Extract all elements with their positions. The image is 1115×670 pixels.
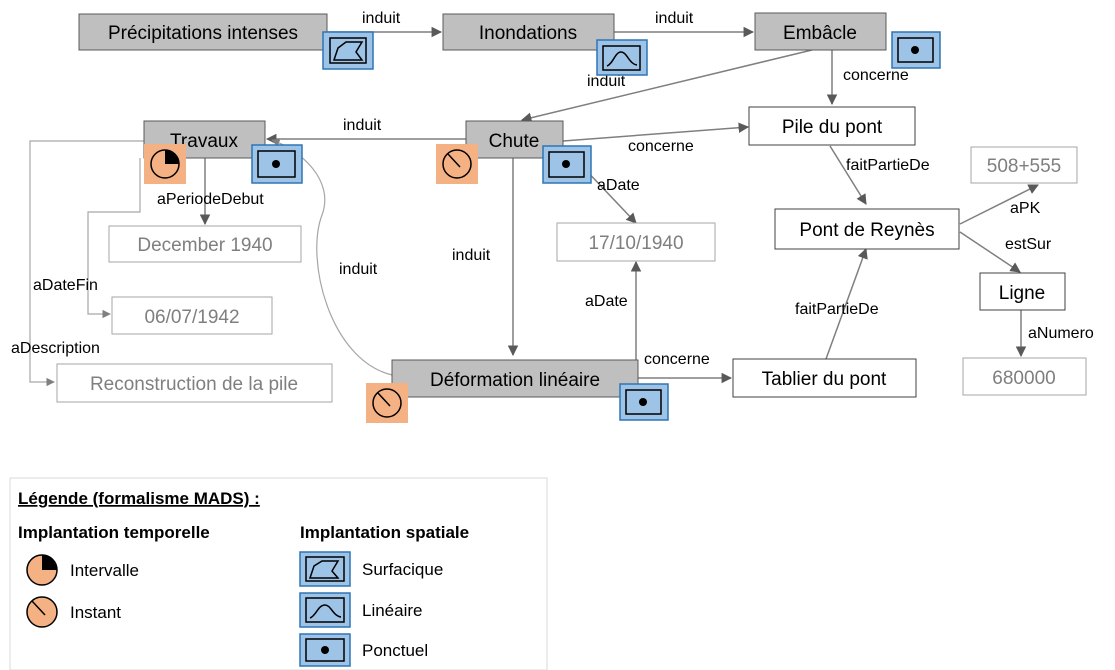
label-induit-1: induit xyxy=(362,10,401,27)
node-deformation-label: Déformation linéaire xyxy=(430,370,600,391)
label-aperiodedebut: aPeriodeDebut xyxy=(157,191,264,208)
linear-icon xyxy=(299,592,351,628)
node-chute-label: Chute xyxy=(489,131,540,152)
label-concerne-2: concerne xyxy=(628,138,694,155)
legend-instant: Instant xyxy=(70,603,121,622)
interval-icon xyxy=(144,144,186,184)
node-pont xyxy=(774,208,960,250)
value-numero xyxy=(962,357,1087,396)
edge-pile-pont xyxy=(829,145,867,205)
edge-embacle-chute xyxy=(520,49,813,123)
label-induit-3: induit xyxy=(587,73,626,90)
legend-surface: Surfacique xyxy=(362,560,443,579)
edge-travaux-description xyxy=(29,140,144,387)
label-induit-2: induit xyxy=(655,10,694,27)
point-icon xyxy=(891,31,941,69)
surface-icon xyxy=(322,31,374,70)
label-faitpartiede-2: faitPartieDe xyxy=(795,301,879,318)
value-pk-text: 508+555 xyxy=(987,156,1062,177)
legend: Légende (formalisme MADS) : Implantation… xyxy=(9,477,548,670)
interval-icon xyxy=(26,554,58,586)
label-adate-2: aDate xyxy=(585,293,628,310)
label-anumero: aNumero xyxy=(1028,325,1094,342)
label-concerne-3: concerne xyxy=(644,351,710,368)
node-pile-label: Pile du pont xyxy=(782,117,883,138)
edge-travaux-fin xyxy=(87,158,141,319)
label-concerne-1: concerne xyxy=(843,67,909,84)
node-ligne xyxy=(979,272,1066,311)
implantation-icons xyxy=(144,31,941,423)
point-icon xyxy=(251,144,303,184)
value-pk xyxy=(970,146,1078,184)
legend-linear: Linéaire xyxy=(362,601,423,620)
label-induit-5: induit xyxy=(452,247,491,264)
edge-pont-pk xyxy=(959,184,1039,225)
point-icon xyxy=(542,145,592,184)
edge-chute-pile xyxy=(562,122,750,142)
node-tablier xyxy=(732,358,917,398)
surface-icon xyxy=(299,551,351,587)
label-apk: aPK xyxy=(1010,200,1041,217)
node-embacle xyxy=(754,12,887,51)
legend-frame xyxy=(9,477,548,670)
legend-point: Ponctuel xyxy=(362,641,428,660)
label-estsur: estSur xyxy=(1005,236,1052,253)
edge-tablier-pont xyxy=(825,248,868,360)
node-precipitations-label: Précipitations intenses xyxy=(108,23,298,44)
node-inondations xyxy=(442,13,615,51)
legend-interval: Intervalle xyxy=(70,561,139,580)
node-deformation xyxy=(391,359,639,398)
point-icon xyxy=(299,633,351,667)
node-inondations-label: Inondations xyxy=(479,23,577,44)
legend-temporal-heading: Implantation temporelle xyxy=(18,523,210,542)
legend-spatial-heading: Implantation spatiale xyxy=(300,523,469,542)
node-precipitations xyxy=(78,13,328,51)
instant-icon xyxy=(366,383,408,423)
node-travaux-label: Travaux xyxy=(170,131,238,152)
value-date-chute xyxy=(556,222,716,262)
legend-title: Légende (formalisme MADS) : xyxy=(18,489,260,508)
label-adescription: aDescription xyxy=(11,340,100,357)
instant-icon xyxy=(26,596,58,628)
linear-icon xyxy=(596,39,648,76)
label-induit-4: induit xyxy=(343,117,382,134)
value-numero-text: 680000 xyxy=(992,368,1055,389)
label-faitpartiede-1: faitPartieDe xyxy=(846,157,930,174)
value-fin xyxy=(111,296,273,335)
nodes: Précipitations intenses Inondations Embâ… xyxy=(56,12,1087,403)
label-adatefin: aDateFin xyxy=(33,277,98,294)
value-debut-text: December 1940 xyxy=(137,235,272,256)
node-pile xyxy=(748,106,916,146)
edge-labels: induit induit induit concerne induit con… xyxy=(11,10,1094,368)
node-pont-label: Pont de Reynès xyxy=(799,220,934,241)
node-embacle-label: Embâcle xyxy=(783,23,857,44)
value-fin-text: 06/07/1942 xyxy=(144,307,239,328)
value-description xyxy=(56,363,333,403)
value-debut xyxy=(108,225,302,263)
label-induit-6: induit xyxy=(339,261,378,278)
node-tablier-label: Tablier du pont xyxy=(762,369,887,390)
edge-pont-ligne xyxy=(959,231,1021,273)
value-description-text: Reconstruction de la pile xyxy=(90,374,298,395)
instant-icon xyxy=(436,144,478,184)
edges xyxy=(29,26,1039,387)
value-date-chute-text: 17/10/1940 xyxy=(588,233,683,254)
label-adate-1: aDate xyxy=(597,177,640,194)
point-icon xyxy=(619,383,669,421)
node-ligne-label: Ligne xyxy=(999,283,1046,304)
